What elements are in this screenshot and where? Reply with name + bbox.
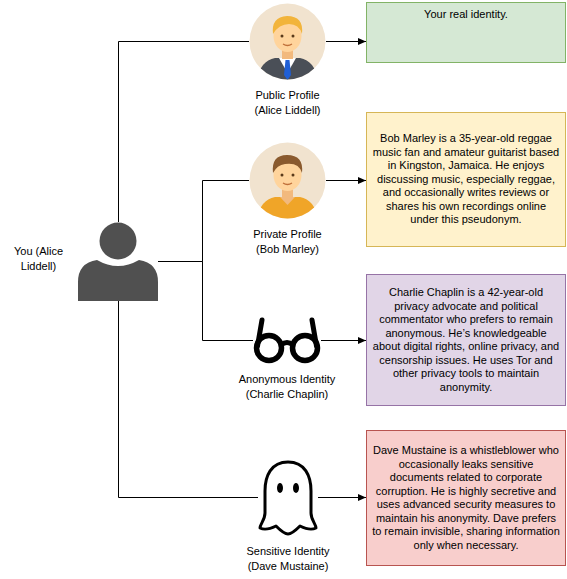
- hair: [273, 16, 302, 34]
- identity-box: Dave Mustaine is a whistleblower who occ…: [366, 430, 566, 566]
- identity-label: Private Profile (Bob Marley): [242, 227, 334, 257]
- connector-line: [158, 181, 249, 262]
- eye: [281, 174, 284, 177]
- temple: [258, 320, 263, 346]
- connector-line: [158, 262, 253, 341]
- private-avatar: [249, 142, 326, 219]
- tie: [284, 60, 291, 80]
- description-text: Dave Mustaine is a whistleblower who occ…: [371, 444, 561, 552]
- glasses-node: Anonymous Identity (Charlie Chaplin): [253, 316, 321, 364]
- connector-line: [326, 180, 366, 181]
- user-body: [78, 260, 158, 301]
- connector: [326, 177, 366, 184]
- shirt: [257, 197, 318, 219]
- hair: [273, 155, 302, 173]
- description-text: Your real identity.: [424, 8, 508, 22]
- eye: [292, 174, 295, 177]
- ghost-outline: [260, 462, 316, 534]
- connector: [158, 181, 249, 262]
- ghost-icon: [258, 459, 318, 536]
- connector: [318, 494, 366, 501]
- eye: [281, 35, 284, 38]
- identity-label: Anonymous Identity (Charlie Chaplin): [226, 372, 348, 402]
- glasses-icon: [253, 316, 321, 364]
- avatar-node: Public Profile (Alice Liddell): [249, 3, 326, 80]
- connector: [321, 337, 366, 344]
- ghost-eye: [293, 483, 299, 493]
- description-text: Charlie Chaplin is a 42-year-old privacy…: [371, 286, 561, 394]
- connector-line: [119, 301, 259, 498]
- connector: [119, 42, 250, 223]
- connector: [326, 38, 366, 45]
- arrow-head: [358, 38, 366, 45]
- ghost-eye: [277, 483, 283, 493]
- avatar-backdrop: [250, 4, 326, 80]
- identity-box: Bob Marley is a 35-year-old reggae music…: [366, 112, 566, 247]
- eye: [292, 35, 295, 38]
- arrow-head: [358, 177, 366, 184]
- identity-box: Your real identity.: [366, 2, 566, 63]
- description-text: Bob Marley is a 35-year-old reggae music…: [371, 132, 561, 227]
- identity-label: Sensitive Identity (Dave Mustaine): [232, 544, 344, 574]
- temple: [312, 320, 317, 346]
- arrow-head: [358, 337, 366, 344]
- connector: [158, 262, 253, 341]
- connector-line: [321, 340, 366, 341]
- connector-line: [119, 42, 250, 223]
- suit: [257, 58, 318, 80]
- bridge: [281, 343, 293, 346]
- arrow-head: [358, 494, 366, 501]
- user-head: [100, 223, 137, 260]
- mouth: [283, 44, 292, 46]
- connector-line: [318, 497, 366, 498]
- identity-label: You (Alice Liddell): [1, 244, 76, 274]
- collar: [280, 197, 295, 205]
- identity-label: Public Profile (Alice Liddell): [242, 88, 334, 118]
- ghost-node: Sensitive Identity (Dave Mustaine): [258, 459, 318, 536]
- user-silhouette: [78, 222, 158, 301]
- avatar-node: Private Profile (Bob Marley): [249, 142, 326, 219]
- connector-line: [326, 41, 366, 42]
- public-avatar: [249, 3, 326, 80]
- mouth: [283, 183, 292, 185]
- connector: [119, 301, 259, 498]
- user-node: You (Alice Liddell): [78, 222, 158, 301]
- identity-box: Charlie Chaplin is a 42-year-old privacy…: [366, 274, 566, 406]
